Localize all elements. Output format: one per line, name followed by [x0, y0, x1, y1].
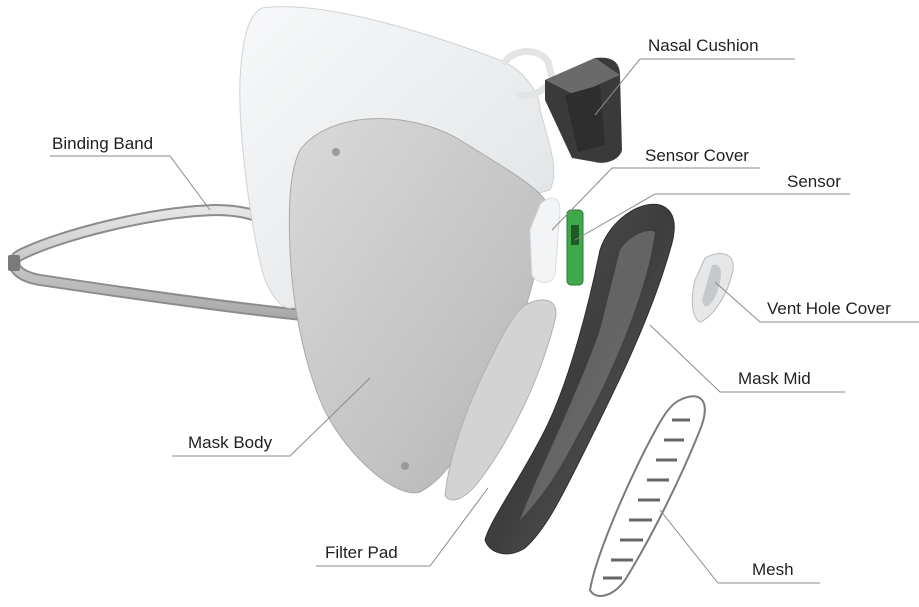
vent-hole-cover-part: [692, 254, 733, 322]
label-mask-body: Mask Body: [188, 434, 272, 451]
label-mesh: Mesh: [752, 561, 794, 578]
mesh-part: [590, 396, 705, 596]
label-mask-mid: Mask Mid: [738, 370, 811, 387]
nasal-cushion-part: [545, 58, 622, 163]
leader-nasal-cushion: [595, 59, 795, 115]
label-vent-hole-cover: Vent Hole Cover: [767, 300, 891, 317]
sensor-part: [567, 210, 583, 285]
leader-binding-band: [50, 156, 210, 210]
label-sensor-cover: Sensor Cover: [645, 147, 749, 164]
leader-mesh: [660, 510, 820, 583]
label-binding-band: Binding Band: [52, 135, 153, 152]
label-nasal-cushion: Nasal Cushion: [648, 37, 759, 54]
label-filter-pad: Filter Pad: [325, 544, 398, 561]
label-sensor: Sensor: [787, 173, 841, 190]
